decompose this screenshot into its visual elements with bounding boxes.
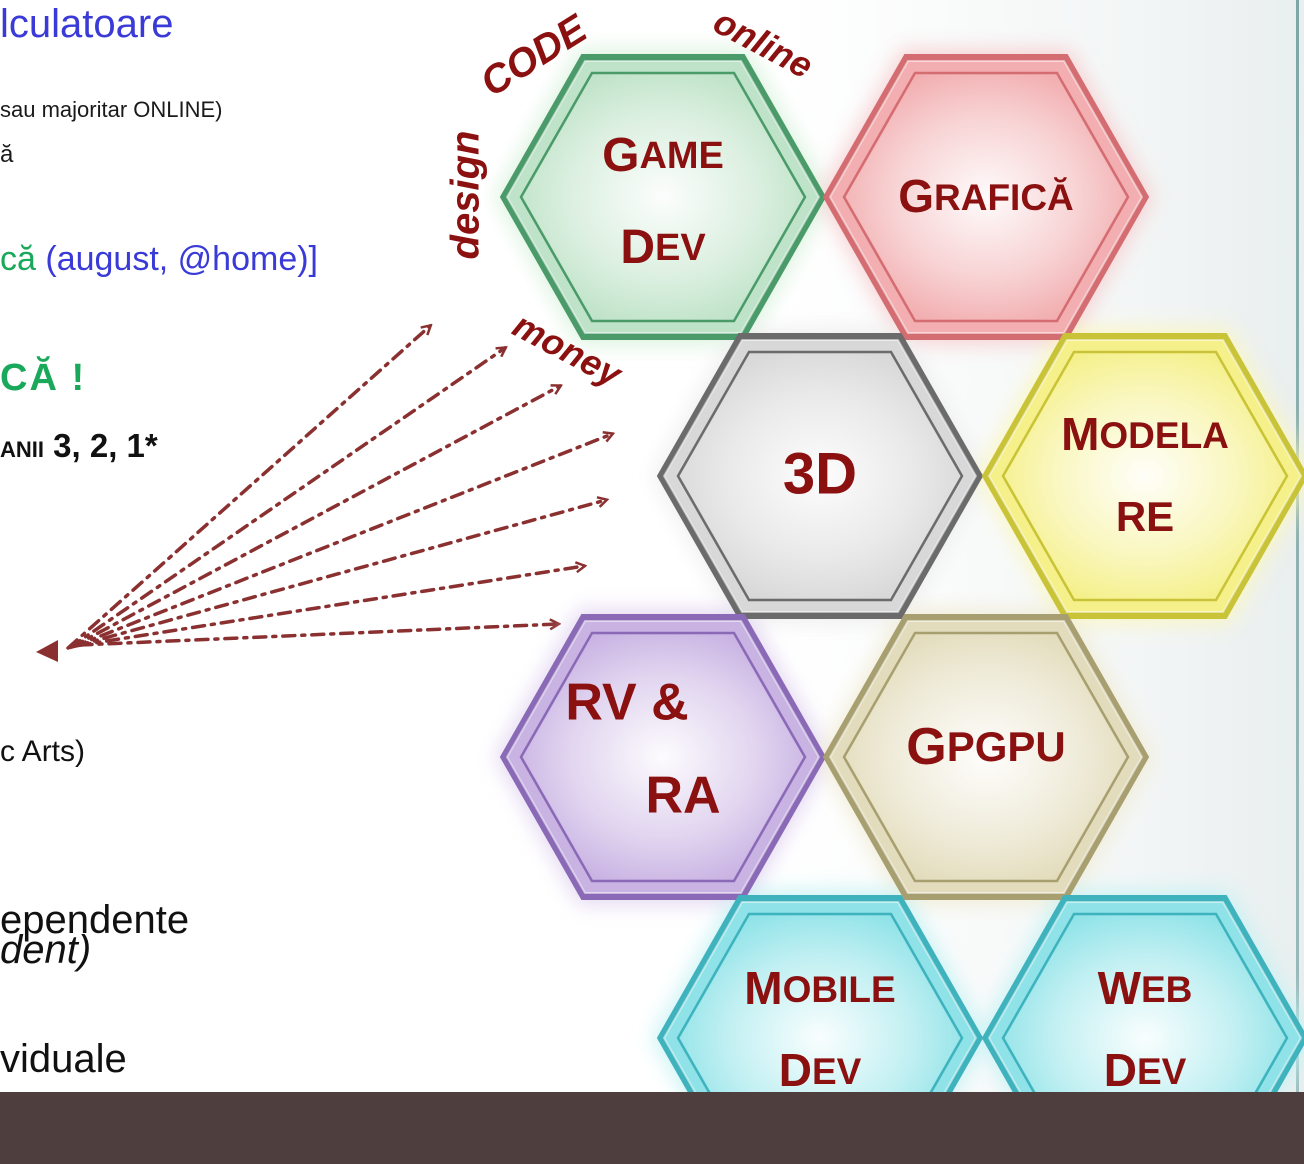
hex-rv-ra: RV & RA — [499, 614, 827, 900]
text-anii-big: 3, 2, 1* — [44, 427, 158, 464]
tag-design: design — [444, 131, 488, 260]
hex-mobile-dev-label-2: DEV — [779, 1044, 862, 1096]
pointer-arrow — [78, 624, 558, 647]
text-anii-small: ANII — [0, 437, 44, 462]
hex-gpgpu: GPGPU — [822, 614, 1150, 900]
text-arts: c Arts) — [0, 735, 86, 768]
hex-modelare-label-1: MODELA — [1061, 408, 1229, 460]
hex-game-dev-label-2: DEV — [620, 221, 706, 274]
pointer-arrow — [74, 500, 606, 648]
hex-game-dev-label-1: GAME — [602, 129, 724, 182]
pointer-arrow — [72, 434, 612, 649]
text-a: ă — [0, 141, 14, 168]
pointer-arrow — [76, 566, 584, 648]
text-practica: că (august, @home)] — [0, 240, 318, 279]
text-online: sau majoritar ONLINE) — [0, 97, 223, 122]
hex-web-dev-label-2: DEV — [1104, 1044, 1187, 1096]
slide-title-fragment: lculatoare — [0, 2, 174, 46]
arrow-origin-marker — [36, 640, 58, 662]
pointer-arrow — [66, 326, 430, 650]
hex-grafica: GRAFICĂ — [822, 54, 1150, 340]
pointer-arrow — [70, 386, 560, 649]
text-practica-green: că — [0, 240, 36, 278]
text-practica-blue: (august, @home)] — [35, 240, 318, 278]
text-anii: ANII 3, 2, 1* — [0, 427, 158, 465]
text-exclaim: CĂ ! — [0, 357, 87, 399]
hex-rv-ra-label-2: RA — [645, 767, 720, 825]
hex-mobile-dev-label-1: MOBILE — [744, 962, 895, 1014]
footer-bar — [0, 1092, 1304, 1164]
hex-web-dev-label-1: WEB — [1098, 962, 1193, 1014]
text-viduale: viduale — [0, 1037, 127, 1081]
hex-game-dev: GAME DEV — [499, 54, 827, 340]
hex-gpgpu-label-1: GPGPU — [906, 718, 1065, 776]
text-dent: dent) — [0, 928, 92, 972]
hex-3d: 3D — [656, 333, 984, 619]
hex-3d-label-1: 3D — [783, 441, 857, 506]
pointer-arrow — [68, 348, 505, 650]
hex-modelare-label-2: RE — [1116, 493, 1174, 540]
hex-rv-ra-label-1: RV & — [565, 674, 688, 732]
slide-edge-line — [1296, 0, 1299, 1164]
hex-grafica-label-1: GRAFICĂ — [898, 170, 1074, 222]
text-dependente: ependente — [0, 898, 190, 942]
hex-modelare: MODELA RE — [981, 333, 1304, 619]
